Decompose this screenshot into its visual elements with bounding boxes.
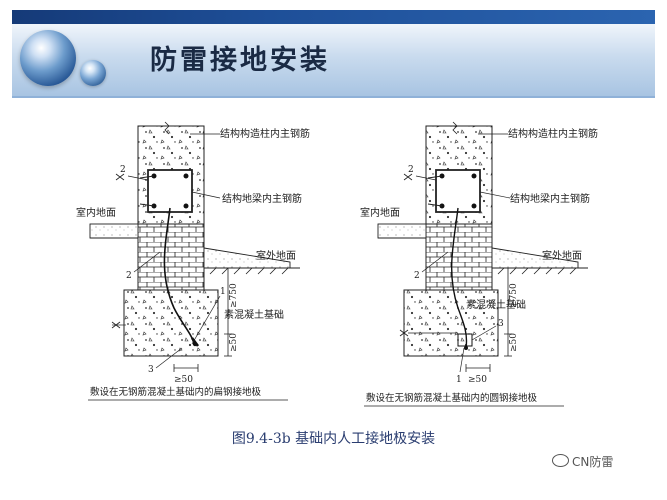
right-diagram: 结构构造柱内主钢筋 结构地梁内主钢筋 室内地面 室外地面 素混凝土基础 2 2 …	[360, 121, 598, 407]
right-num-2a: 2	[408, 165, 414, 175]
watermark-text: CN防雷	[572, 455, 614, 469]
right-label-foundation: 素混凝土基础	[466, 298, 526, 311]
left-label-column-rebar: 结构构造柱内主钢筋	[220, 127, 310, 140]
right-label-indoor-floor: 室内地面	[360, 206, 400, 219]
watermark: CN防雷	[552, 453, 613, 470]
left-label-beam-rebar: 结构地梁内主钢筋	[222, 192, 302, 205]
right-label-beam-rebar: 结构地梁内主钢筋	[510, 192, 590, 205]
left-label-foundation: 素混凝土基础	[224, 308, 284, 321]
right-num-3: 3	[498, 319, 504, 329]
slide-title: 防雷接地安装	[150, 45, 330, 76]
right-dim-50-vertical: ≥50	[509, 333, 519, 352]
header-top-bar	[12, 10, 655, 24]
left-label-indoor-floor: 室内地面	[76, 206, 116, 219]
left-num-3: 3	[148, 365, 154, 375]
header-divider	[12, 96, 655, 98]
figure-caption: 图9.4-3b 基础内人工接地极安装	[231, 431, 436, 447]
decorative-sphere-large-icon	[20, 30, 76, 86]
left-dim-750: ≥750	[229, 283, 239, 308]
right-label-outdoor-ground: 室外地面	[542, 249, 582, 262]
left-label-outdoor-ground: 室外地面	[256, 249, 296, 262]
decorative-sphere-small-icon	[80, 60, 106, 86]
left-diagram-caption: 敷设在无钢筋混凝土基础内的扁钢接地极	[90, 386, 262, 398]
right-dim-50-horizontal: ≥50	[468, 375, 487, 385]
right-diagram-caption: 敷设在无钢筋混凝土基础内的圆钢接地极	[366, 392, 538, 404]
left-dim-50-vertical: ≥50	[229, 333, 239, 352]
right-num-2b: 2	[414, 271, 420, 281]
left-num-1: 1	[220, 287, 226, 297]
right-dim-750: ≥750	[509, 283, 519, 308]
right-label-column-rebar: 结构构造柱内主钢筋	[508, 127, 598, 140]
left-dim-50-horizontal: ≥50	[174, 375, 193, 385]
right-num-1: 1	[456, 375, 462, 385]
left-diagram: 结构构造柱内主钢筋 结构地梁内主钢筋 室内地面 室外地面 素混凝土基础 2 2 …	[76, 121, 310, 401]
chat-bubble-icon	[552, 454, 569, 467]
left-num-2a: 2	[120, 165, 126, 175]
grounding-diagram: 结构构造柱内主钢筋 结构地梁内主钢筋 室内地面 室外地面 素混凝土基础 2 2 …	[76, 121, 598, 407]
header-band	[12, 24, 655, 96]
left-num-2b: 2	[126, 271, 132, 281]
